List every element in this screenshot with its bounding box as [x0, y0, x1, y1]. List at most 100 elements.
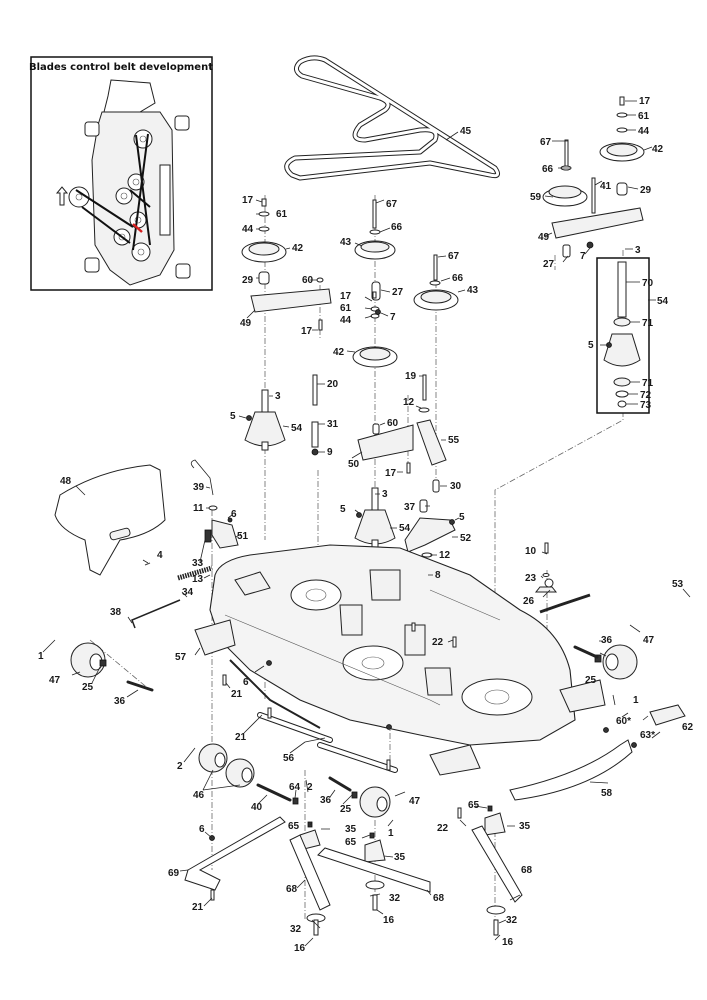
callout-2[interactable]: 2	[307, 782, 313, 793]
callout-37[interactable]: 37	[404, 502, 416, 513]
callout-44[interactable]: 44	[340, 315, 352, 326]
callout-32[interactable]: 32	[290, 924, 302, 935]
callout-5[interactable]: 5	[459, 512, 465, 523]
callout-13[interactable]: 13	[192, 574, 204, 585]
callout-17[interactable]: 17	[385, 468, 397, 479]
callout-69[interactable]: 69	[168, 868, 180, 879]
callout-46[interactable]: 46	[193, 790, 205, 801]
callout-68[interactable]: 68	[521, 865, 533, 876]
callout-72[interactable]: 72	[640, 390, 652, 401]
callout-42[interactable]: 42	[292, 243, 304, 254]
callout-73[interactable]: 73	[640, 400, 652, 411]
callout-3[interactable]: 3	[382, 489, 388, 500]
callout-2[interactable]: 2	[177, 761, 183, 772]
callout-40[interactable]: 40	[251, 802, 263, 813]
callout-66[interactable]: 66	[391, 222, 403, 233]
callout-55[interactable]: 55	[448, 435, 460, 446]
callout-7[interactable]: 7	[390, 312, 396, 323]
callout-35[interactable]: 35	[345, 824, 357, 835]
callout-63-star[interactable]: 63*	[640, 730, 655, 741]
callout-71[interactable]: 71	[642, 318, 654, 329]
rollers-46[interactable]	[198, 743, 299, 805]
callout-31[interactable]: 31	[327, 419, 339, 430]
callout-35[interactable]: 35	[394, 852, 406, 863]
callout-62[interactable]: 62	[682, 722, 694, 733]
callout-30[interactable]: 30	[450, 481, 462, 492]
callout-44[interactable]: 44	[638, 126, 650, 137]
callout-54[interactable]: 54	[399, 523, 411, 534]
callout-25[interactable]: 25	[82, 682, 94, 693]
callout-60[interactable]: 60	[302, 275, 314, 286]
callout-7[interactable]: 7	[580, 251, 586, 262]
callout-68[interactable]: 68	[286, 884, 298, 895]
callout-6[interactable]: 6	[243, 677, 249, 688]
center-shafts[interactable]	[311, 374, 447, 493]
callout-42[interactable]: 42	[652, 144, 664, 155]
callout-12[interactable]: 12	[439, 550, 451, 561]
mower-deck-housing[interactable]	[194, 544, 606, 776]
callout-54[interactable]: 54	[291, 423, 303, 434]
center-spindle-54[interactable]	[354, 487, 396, 549]
callout-70[interactable]: 70	[642, 278, 654, 289]
callout-10[interactable]: 10	[525, 546, 537, 557]
callout-36[interactable]: 36	[320, 795, 332, 806]
callout-17[interactable]: 17	[639, 96, 651, 107]
callout-33[interactable]: 33	[192, 558, 204, 569]
callout-48[interactable]: 48	[60, 476, 72, 487]
left-pulley-group[interactable]	[241, 198, 332, 331]
small-hardware-left[interactable]	[131, 459, 239, 629]
callout-12[interactable]: 12	[403, 397, 415, 408]
callout-22[interactable]: 22	[432, 637, 444, 648]
part-48-deflector[interactable]	[54, 464, 166, 576]
callout-3[interactable]: 3	[275, 391, 281, 402]
callout-4[interactable]: 4	[157, 550, 163, 561]
callout-36[interactable]: 36	[601, 635, 613, 646]
callout-17[interactable]: 17	[242, 195, 254, 206]
callout-5[interactable]: 5	[588, 340, 594, 351]
callout-6[interactable]: 6	[199, 824, 205, 835]
callout-9[interactable]: 9	[327, 447, 333, 458]
callout-43[interactable]: 43	[340, 237, 352, 248]
callout-39[interactable]: 39	[193, 482, 205, 493]
callout-6[interactable]: 6	[231, 509, 237, 520]
callout-5[interactable]: 5	[340, 504, 346, 515]
callout-22[interactable]: 22	[437, 823, 449, 834]
callout-53[interactable]: 53	[672, 579, 684, 590]
part-45-drive-belt[interactable]	[284, 55, 501, 181]
roller-47-left[interactable]	[70, 642, 154, 692]
callout-1[interactable]: 1	[388, 828, 394, 839]
callout-21[interactable]: 21	[192, 902, 204, 913]
part-69-bracket[interactable]	[184, 816, 286, 901]
callout-27[interactable]: 27	[543, 259, 555, 270]
callout-66[interactable]: 66	[452, 273, 464, 284]
callout-47[interactable]: 47	[49, 675, 61, 686]
callout-71[interactable]: 71	[642, 378, 654, 389]
blade-hub-right[interactable]	[457, 805, 523, 936]
callout-45[interactable]: 45	[460, 126, 472, 137]
callout-47[interactable]: 47	[643, 635, 655, 646]
blade-hub-left[interactable]	[289, 821, 331, 936]
callout-21[interactable]: 21	[231, 689, 243, 700]
callout-42[interactable]: 42	[333, 347, 345, 358]
callout-44[interactable]: 44	[242, 224, 254, 235]
callout-61[interactable]: 61	[276, 209, 288, 220]
callout-51[interactable]: 51	[237, 531, 249, 542]
callout-25[interactable]: 25	[340, 804, 352, 815]
callout-35[interactable]: 35	[519, 821, 531, 832]
callout-64[interactable]: 64	[289, 782, 301, 793]
callout-32[interactable]: 32	[389, 893, 401, 904]
callout-43[interactable]: 43	[467, 285, 479, 296]
spindle-assembly-detail-54[interactable]	[596, 257, 650, 414]
callout-38[interactable]: 38	[110, 607, 122, 618]
callout-65[interactable]: 65	[468, 800, 480, 811]
callout-16[interactable]: 16	[294, 943, 306, 954]
callout-67[interactable]: 67	[448, 251, 460, 262]
callout-34[interactable]: 34	[182, 587, 194, 598]
callout-59[interactable]: 59	[530, 192, 542, 203]
callout-16[interactable]: 16	[502, 937, 514, 948]
roller-47-right[interactable]	[539, 578, 638, 680]
callout-57[interactable]: 57	[175, 652, 187, 663]
callout-29[interactable]: 29	[242, 275, 254, 286]
misc-fasteners[interactable]	[222, 542, 558, 771]
callout-65[interactable]: 65	[345, 837, 357, 848]
